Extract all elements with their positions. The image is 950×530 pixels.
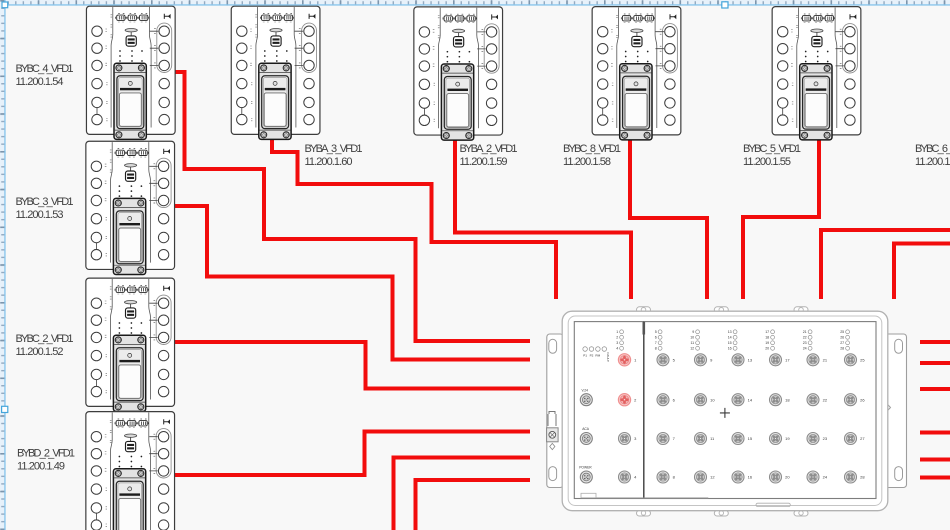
svg-text:25: 25: [860, 357, 865, 362]
svg-text:11.200.1.58: 11.200.1.58: [563, 156, 611, 168]
svg-text:22: 22: [823, 397, 828, 402]
svg-text:21: 21: [823, 357, 828, 362]
svg-text:5: 5: [673, 357, 676, 362]
svg-text:11.200.1.59: 11.200.1.59: [460, 156, 508, 168]
svg-text:12: 12: [690, 347, 694, 351]
svg-text:15: 15: [748, 436, 753, 441]
svg-text:1: 1: [616, 330, 618, 334]
svg-text:2: 2: [616, 336, 618, 340]
svg-text:23: 23: [823, 436, 828, 441]
svg-text:BYBC_4_VFD1: BYBC_4_VFD1: [16, 63, 74, 75]
svg-text:P2: P2: [590, 354, 594, 358]
svg-text:P1: P1: [583, 354, 587, 358]
svg-text:16: 16: [728, 347, 732, 351]
svg-text:14: 14: [728, 336, 732, 340]
svg-text:ACA: ACA: [582, 427, 590, 431]
svg-text:16: 16: [748, 475, 753, 480]
svg-text:BYBC_5_VFD1: BYBC_5_VFD1: [743, 143, 801, 155]
svg-text:6: 6: [673, 397, 676, 402]
svg-text:28: 28: [860, 475, 865, 480]
svg-text:24: 24: [823, 475, 828, 480]
svg-text:11.200.1.55: 11.200.1.55: [743, 156, 791, 168]
svg-text:13: 13: [748, 357, 753, 362]
svg-text:10: 10: [690, 336, 694, 340]
svg-text:24: 24: [803, 347, 807, 351]
svg-text:11.200.1.53: 11.200.1.53: [16, 209, 64, 221]
svg-text:21: 21: [803, 330, 807, 334]
svg-text:11.200.1.54: 11.200.1.54: [16, 76, 64, 88]
svg-text:26: 26: [860, 397, 865, 402]
svg-text:9: 9: [710, 357, 713, 362]
svg-text:2: 2: [634, 397, 637, 402]
svg-text:11: 11: [710, 436, 715, 441]
svg-text:19: 19: [765, 341, 769, 345]
svg-text:BYBC_8_VFD1: BYBC_8_VFD1: [563, 143, 621, 155]
svg-text:BYBA_2_VFD1: BYBA_2_VFD1: [460, 143, 518, 155]
svg-text:8: 8: [673, 475, 676, 480]
svg-text:11.200.1.52: 11.200.1.52: [16, 346, 64, 358]
svg-text:25: 25: [840, 330, 844, 334]
svg-text:19: 19: [785, 436, 790, 441]
svg-text:28: 28: [840, 347, 844, 351]
svg-text:BYBD_2_VFD1: BYBD_2_VFD1: [17, 448, 75, 460]
svg-text:BYBA_3_VFD1: BYBA_3_VFD1: [305, 143, 363, 155]
svg-text:7: 7: [655, 341, 657, 345]
svg-text:17: 17: [765, 330, 769, 334]
svg-text:20: 20: [765, 347, 769, 351]
svg-text:14: 14: [748, 397, 753, 402]
svg-text:11: 11: [690, 341, 694, 345]
svg-text:4: 4: [616, 347, 618, 351]
svg-text:BYBC_2_VFD1: BYBC_2_VFD1: [16, 333, 74, 345]
svg-text:V.24: V.24: [582, 388, 589, 392]
svg-text:13: 13: [728, 330, 732, 334]
svg-text:11.200.1.49: 11.200.1.49: [17, 461, 65, 473]
svg-text:12: 12: [710, 475, 715, 480]
svg-text:18: 18: [785, 397, 790, 402]
svg-text:FAULT: FAULT: [606, 353, 610, 363]
svg-text:10: 10: [710, 397, 715, 402]
svg-text:6: 6: [655, 336, 657, 340]
svg-text:BYBC_3_VFD1: BYBC_3_VFD1: [16, 196, 74, 208]
svg-text:20: 20: [785, 475, 790, 480]
svg-text:15: 15: [728, 341, 732, 345]
svg-text:26: 26: [840, 336, 844, 340]
svg-text:17: 17: [785, 357, 790, 362]
svg-text:27: 27: [840, 341, 844, 345]
svg-text:11.200.1.60: 11.200.1.60: [305, 156, 353, 168]
svg-text:3: 3: [634, 436, 637, 441]
svg-text:7: 7: [673, 436, 676, 441]
svg-text:23: 23: [803, 341, 807, 345]
svg-text:5: 5: [655, 330, 657, 334]
svg-text:8: 8: [655, 347, 657, 351]
svg-text:9: 9: [692, 330, 694, 334]
svg-text:BYBC_6_VFD1: BYBC_6_VFD1: [915, 143, 950, 155]
svg-text:27: 27: [860, 436, 865, 441]
svg-text:1: 1: [634, 357, 637, 362]
svg-text:4: 4: [634, 475, 637, 480]
svg-text:22: 22: [803, 336, 807, 340]
svg-text:3: 3: [616, 341, 618, 345]
svg-text:18: 18: [765, 336, 769, 340]
svg-text:11.200.1.56: 11.200.1.56: [915, 156, 950, 168]
svg-text:POWER: POWER: [579, 466, 592, 470]
svg-text:RM: RM: [595, 354, 600, 358]
